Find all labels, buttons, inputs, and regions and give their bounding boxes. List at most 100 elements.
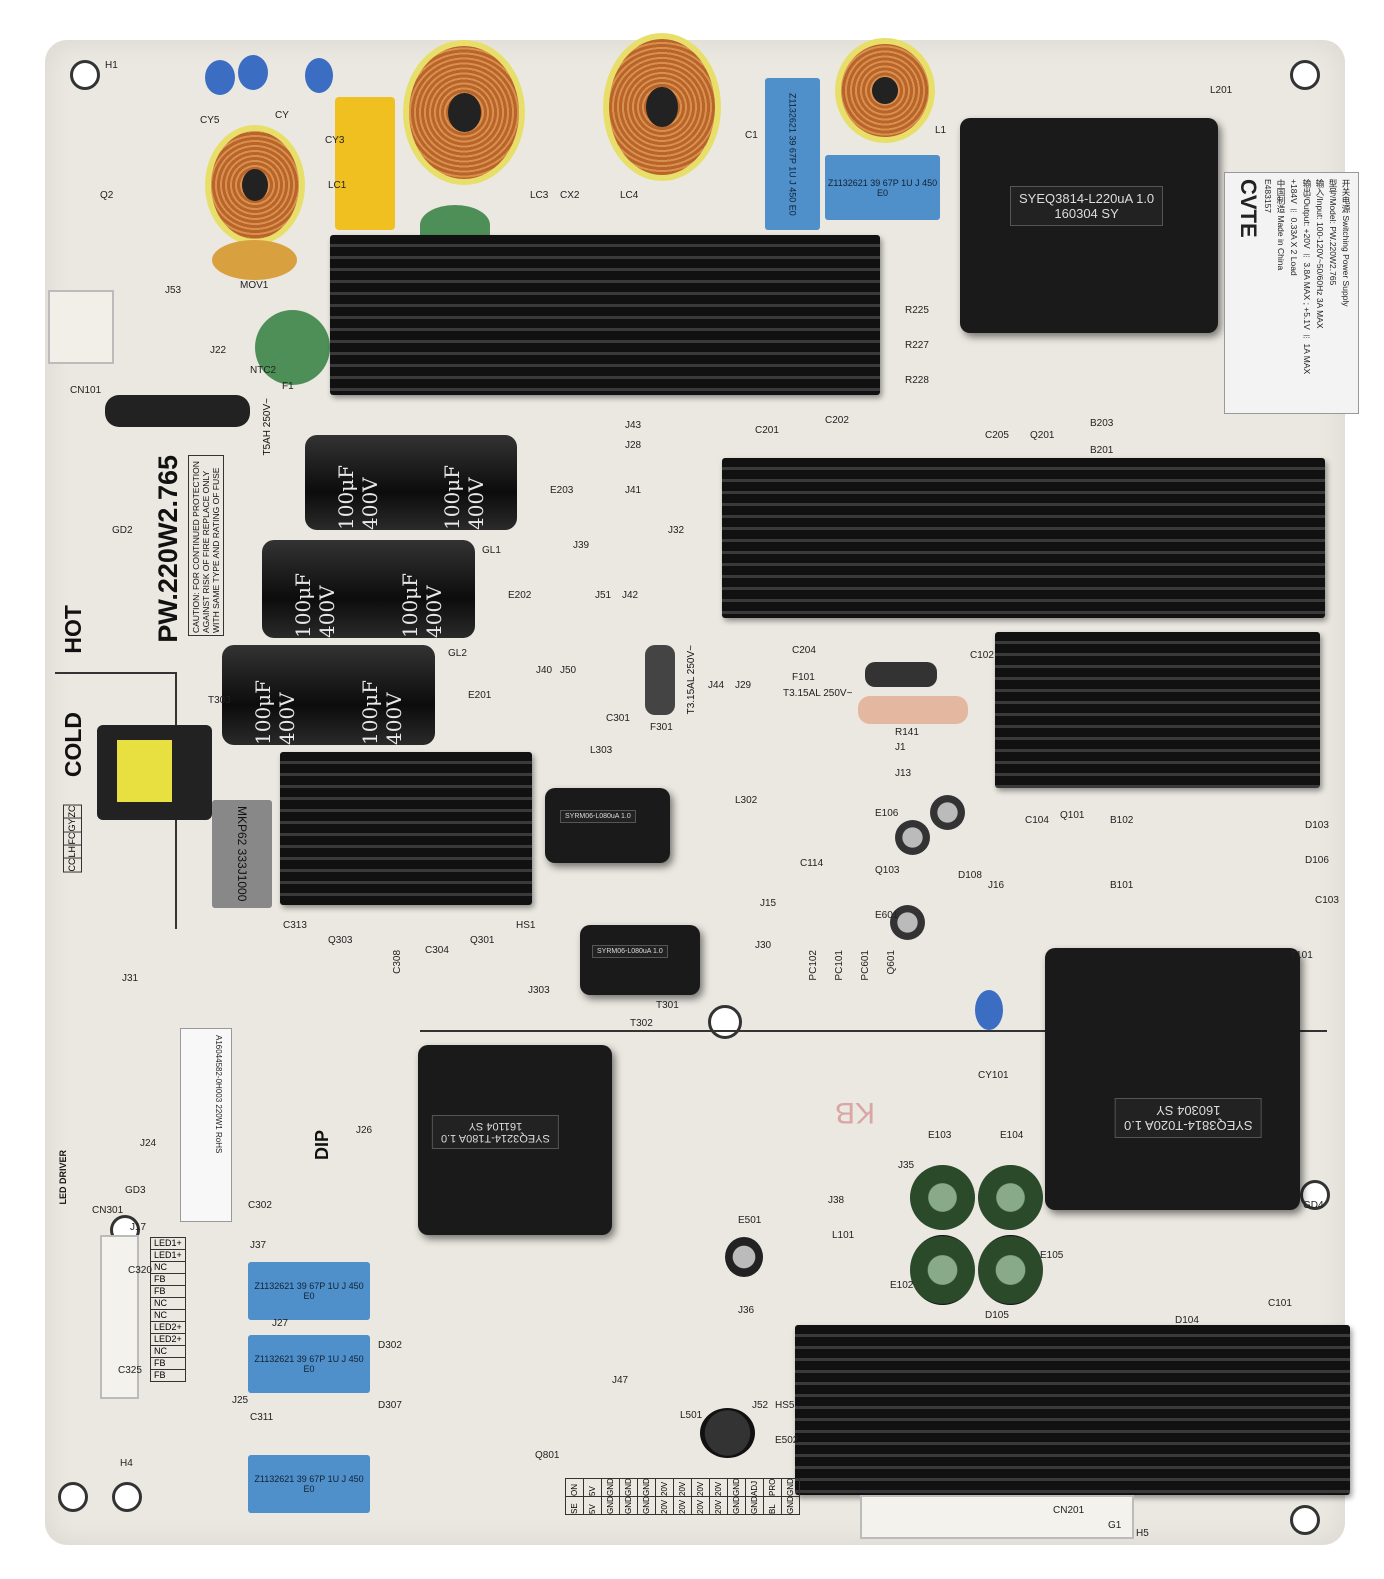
ref-designator: T301: [656, 1000, 679, 1011]
ref-designator: GD3: [125, 1185, 146, 1196]
film-capacitor: Z1132621 39 67P 1U J 450 E0: [248, 1455, 370, 1513]
mounting-hole-gd4: [1300, 1180, 1330, 1210]
ref-designator: T302: [630, 1018, 653, 1029]
heatsink-main: [722, 458, 1325, 618]
pin-label: NC: [150, 1297, 186, 1310]
pin-label: ON: [565, 1478, 584, 1497]
capacitor-e104: [978, 1165, 1043, 1230]
ref-designator: C301: [606, 713, 630, 724]
transformer-date: 160304 SY: [1156, 1103, 1221, 1118]
ref-designator: J16: [988, 880, 1005, 891]
y-capacitor-cy: [238, 55, 268, 90]
pin-label: LED2+: [150, 1333, 186, 1346]
film-capacitor-c1: Z1132621 39 67P 1U J 450 E0: [765, 78, 820, 230]
code-cell: FC: [63, 832, 82, 846]
pin-label: GND: [745, 1496, 764, 1515]
ref-designator: GD2: [112, 525, 133, 536]
ref-designator: J31: [122, 973, 139, 984]
ref-designator: F101: [792, 672, 815, 683]
ref-designator: E202: [508, 590, 532, 601]
led-driver-label: LED DRIVER: [58, 1150, 68, 1205]
ref-designator: E201: [468, 690, 492, 701]
ref-designator: NTC2: [250, 365, 277, 376]
ref-designator: R141: [895, 727, 919, 738]
transformer-led: SYEQ3214-T180A 1.0 161104 SY: [418, 1045, 612, 1235]
pin-label: 20V: [673, 1496, 692, 1515]
ref-designator: C201: [755, 425, 779, 436]
pin-label: 20V: [691, 1496, 710, 1515]
isolation-line: [55, 672, 177, 674]
ref-designator: GL2: [448, 648, 467, 659]
pin-label: 5V: [583, 1496, 602, 1515]
ref-designator: J13: [895, 768, 912, 779]
ref-designator: G1: [1108, 1520, 1122, 1531]
led-connector-cn301[interactable]: [100, 1235, 139, 1399]
capacitor-e103: [910, 1165, 975, 1230]
code-cell: CC: [63, 858, 82, 873]
ref-designator: J30: [755, 940, 772, 951]
ref-designator: C308: [392, 950, 403, 974]
ref-designator: Q301: [470, 935, 495, 946]
transformer-main: SYEQ3814-L220uA 1.0 160304 SY: [960, 118, 1218, 333]
ref-designator: C205: [985, 430, 1009, 441]
ref-designator: C103: [1315, 895, 1339, 906]
pin-label: GND: [619, 1478, 638, 1497]
ref-designator: E105: [1040, 1250, 1064, 1261]
pin-label: LED2+: [150, 1321, 186, 1334]
ref-designator: D302: [378, 1340, 402, 1351]
ref-designator: T303: [208, 695, 231, 706]
inductor-l304: SYRM06-L080uA 1.0: [580, 925, 700, 995]
ref-designator: H1: [105, 60, 118, 71]
ref-designator: HS5: [775, 1400, 795, 1411]
pin-label: NC: [150, 1261, 186, 1274]
ref-designator: C202: [825, 415, 849, 426]
transformer-core: [117, 740, 172, 802]
fuse-f1-rating: T5AH 250V~: [262, 398, 273, 456]
ref-designator: CN101: [70, 385, 102, 396]
ref-designator: J17: [130, 1222, 147, 1233]
pin-label: GND: [727, 1478, 746, 1497]
ref-designator: E601: [875, 910, 899, 921]
ref-designator: CY3: [325, 135, 345, 146]
ref-designator: J28: [625, 440, 642, 451]
pin-label: FB: [150, 1357, 186, 1370]
ref-designator: CY: [275, 110, 289, 121]
ac-input-connector-cn101[interactable]: [48, 290, 114, 364]
ref-designator: D105: [985, 1310, 1009, 1321]
ref-designator: Q101: [1060, 810, 1085, 821]
ref-designator: J36: [738, 1305, 755, 1316]
pin-label: 20V: [673, 1478, 692, 1497]
pin-label: BL: [763, 1496, 782, 1515]
ref-designator: J27: [272, 1318, 289, 1329]
main-connector-cn201[interactable]: [860, 1495, 1134, 1539]
thermistor-ntc2: [255, 310, 330, 385]
pin-label: SE: [565, 1496, 584, 1515]
ref-designator: J53: [165, 285, 182, 296]
ref-designator: D104: [1175, 1315, 1199, 1326]
pin-label: ADJ: [745, 1478, 764, 1497]
capacitor-e501: [725, 1237, 763, 1277]
ref-designator: R228: [905, 375, 929, 386]
ref-designator: LC1: [328, 180, 347, 191]
transformer-date: 160304 SY: [1054, 206, 1119, 221]
dip-label: DIP: [312, 1130, 332, 1161]
ref-designator: B101: [1110, 880, 1134, 891]
pin-label: 20V: [709, 1496, 728, 1515]
heatsink-pfc: [330, 235, 880, 395]
ref-designator: J26: [356, 1125, 373, 1136]
inductor-l303: SYRM06-L080uA 1.0: [545, 788, 670, 863]
ref-designator: Q801: [535, 1450, 560, 1461]
led-pin-table: LED1+ LED1+ NC FB FB NC NC LED2+ LED2+ N…: [150, 1237, 186, 1382]
heatsink-rectifier: [995, 632, 1320, 788]
brand-logo: CVTE: [1236, 179, 1261, 238]
toroid-inductor-lc1: [205, 125, 305, 245]
ref-designator: J35: [898, 1160, 915, 1171]
code-cell: ZC: [63, 805, 82, 819]
pin-label: 20V: [709, 1478, 728, 1497]
code-cell: GY: [63, 818, 82, 833]
x-capacitor: [335, 97, 395, 230]
board-model: PW.220W2.765: [153, 455, 183, 643]
ref-designator: F1: [282, 381, 294, 392]
